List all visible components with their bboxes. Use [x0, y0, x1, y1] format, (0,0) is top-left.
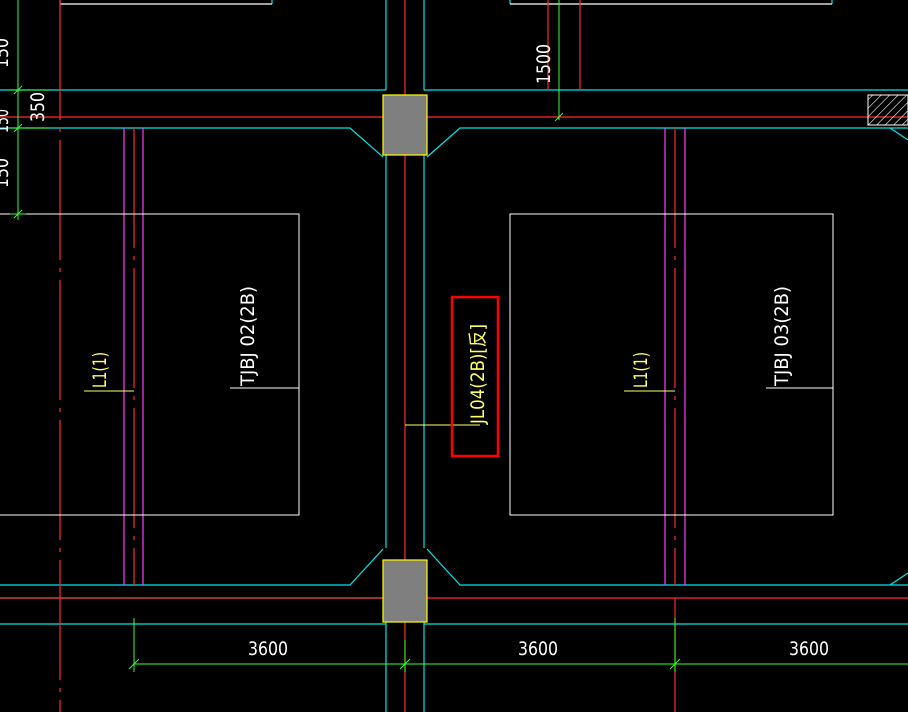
hatch-pattern-icon: [867, 94, 908, 126]
leader-lines: [84, 390, 675, 426]
column-top[interactable]: [382, 94, 428, 156]
dimension-text-bottom-3: 3600: [789, 638, 829, 660]
slab-label-left[interactable]: TJBJ 02(2B): [237, 286, 259, 387]
beam-label-left[interactable]: L1(1): [89, 352, 111, 388]
dimension-text-350: 350: [27, 92, 49, 122]
dimension-lines: [10, 0, 908, 672]
dimension-text-bottom-2: 3600: [518, 638, 558, 660]
ground-beam-label[interactable]: JL04(2B)[反]: [467, 324, 489, 425]
slab-label-right[interactable]: TJBJ 03(2B): [771, 286, 793, 387]
dimension-text-150-c: 150: [0, 158, 13, 188]
slab-rectangles: [0, 213, 834, 516]
dimension-text-150-b: 150: [0, 109, 13, 133]
secondary-beams: [123, 128, 686, 585]
dimension-text-top-vertical: 1500: [533, 44, 555, 84]
beam-label-right[interactable]: L1(1): [630, 352, 652, 388]
column-bottom[interactable]: [382, 559, 428, 623]
dimension-text-150-a: 150: [0, 38, 13, 68]
dimension-text-bottom-1: 3600: [248, 638, 288, 660]
selection-highlight-box: [450, 295, 500, 458]
